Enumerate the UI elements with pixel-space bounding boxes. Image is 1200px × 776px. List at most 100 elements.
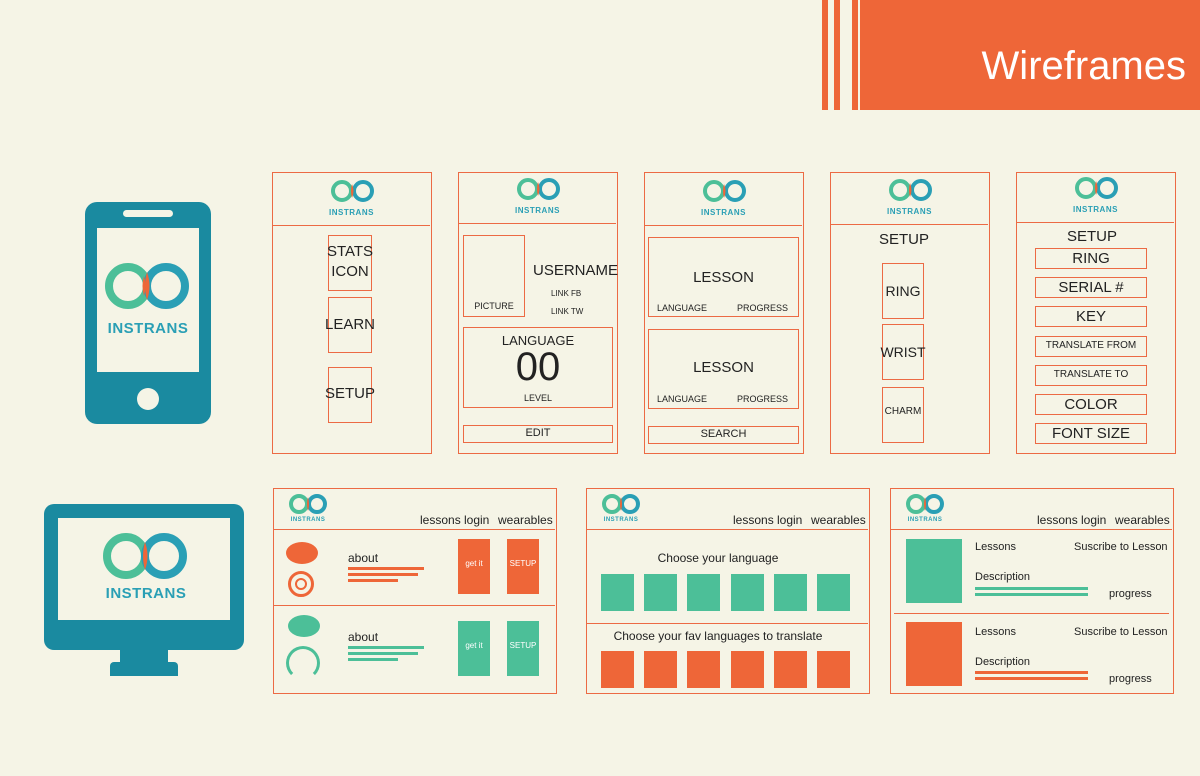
text-bar: [975, 671, 1088, 674]
choose-language-heading: Choose your language: [657, 551, 779, 565]
nav-lessons[interactable]: lessons: [420, 513, 461, 527]
text-bar: [348, 579, 398, 582]
language-tile[interactable]: [817, 574, 850, 611]
translate-language-tile[interactable]: [644, 651, 677, 688]
nav-wearables[interactable]: wearables: [811, 513, 866, 527]
subscribe-link[interactable]: Suscribe to Lesson: [1074, 626, 1168, 638]
lesson-title: LESSON: [693, 269, 754, 286]
nav-lessons[interactable]: lessons: [1037, 513, 1078, 527]
setup-title: SETUP: [878, 231, 929, 248]
lesson-card[interactable]: [648, 237, 799, 317]
setup-button[interactable]: [507, 621, 539, 676]
level-label: LEVEL: [523, 393, 553, 403]
lesson-title: LESSON: [693, 359, 754, 376]
desktop-page-languages: INSTRANS lessons login wearables Choose …: [586, 488, 870, 694]
instrans-logo-text: INSTRANS: [290, 517, 326, 523]
translate-language-tile[interactable]: [731, 651, 764, 688]
search-button[interactable]: [648, 426, 799, 444]
instrans-logo-text: INSTRANS: [887, 207, 932, 216]
stats-icon-box[interactable]: [328, 235, 372, 291]
setup-button[interactable]: [507, 539, 539, 594]
subscribe-link[interactable]: Suscribe to Lesson: [1074, 541, 1168, 553]
language-tile[interactable]: [687, 574, 720, 611]
translate-language-tile[interactable]: [687, 651, 720, 688]
setting-ring[interactable]: [1035, 248, 1147, 269]
wrist-button[interactable]: [882, 324, 924, 380]
language-tile[interactable]: [644, 574, 677, 611]
translate-language-tile[interactable]: [817, 651, 850, 688]
desktop-page-home: INSTRANS lessons login wearables about g…: [273, 488, 557, 694]
charm-button[interactable]: [882, 387, 924, 443]
lessons-label: Lessons: [975, 541, 1016, 553]
row-divider: [587, 623, 868, 624]
ring-icon: [288, 571, 314, 597]
nav-lessons[interactable]: lessons: [733, 513, 774, 527]
mobile-screen-stats: INSTRANS STATS ICON LEARN SETUP: [272, 172, 432, 454]
progress-label: progress: [1109, 673, 1152, 685]
language-tile[interactable]: [774, 574, 807, 611]
header-stripe-3: [852, 0, 858, 110]
header-divider: [273, 225, 430, 226]
lesson-thumbnail[interactable]: [906, 539, 962, 603]
stats-icon-label: ICON: [331, 263, 369, 280]
setting-color[interactable]: [1035, 394, 1147, 415]
instrans-logo-icon: [331, 180, 374, 202]
ring-button[interactable]: [882, 263, 924, 319]
instrans-logo-icon: [889, 179, 932, 201]
setting-font-size[interactable]: [1035, 423, 1147, 444]
nav-login[interactable]: login: [464, 513, 490, 527]
link-tw[interactable]: LINK TW: [551, 307, 584, 316]
lesson-language: LANGUAGE: [657, 394, 708, 404]
setting-key[interactable]: [1035, 306, 1147, 327]
header-stripe-2: [834, 0, 840, 110]
nav-login[interactable]: login: [1081, 513, 1107, 527]
header-divider: [274, 529, 555, 530]
text-bar: [348, 646, 424, 649]
translate-language-tile[interactable]: [774, 651, 807, 688]
lesson-card[interactable]: [648, 329, 799, 409]
setting-translate-from[interactable]: [1035, 336, 1147, 357]
wrist-label: WRIST: [880, 344, 926, 360]
header-divider: [587, 529, 868, 530]
get-it-button[interactable]: [458, 539, 490, 594]
choose-fav-heading: Choose your fav languages to translate: [613, 629, 823, 643]
instrans-logo-icon: [906, 494, 944, 514]
monitor-device-icon: [44, 504, 244, 650]
language-tile[interactable]: [601, 574, 634, 611]
instrans-logo-text: INSTRANS: [603, 517, 639, 523]
phone-logo-text: INSTRANS: [107, 320, 189, 337]
language-tile[interactable]: [731, 574, 764, 611]
instrans-logo-text: INSTRANS: [701, 208, 746, 217]
header-divider: [1017, 222, 1174, 223]
nav-wearables[interactable]: wearables: [498, 513, 553, 527]
lesson-progress: PROGRESS: [737, 394, 789, 404]
get-it-button[interactable]: [458, 621, 490, 676]
get-it-label: get it: [465, 641, 483, 650]
link-fb[interactable]: LINK FB: [551, 289, 582, 298]
monitor-logo-icon: [103, 533, 187, 579]
setup-title: SETUP: [1066, 228, 1117, 245]
setup-label: SETUP: [509, 559, 537, 568]
row-divider: [274, 605, 555, 606]
setting-translate-to[interactable]: [1035, 365, 1147, 386]
lesson-thumbnail[interactable]: [906, 622, 962, 686]
setting-serial[interactable]: [1035, 277, 1147, 298]
charm-label: CHARM: [884, 406, 922, 417]
mobile-screen-lessons: INSTRANS LESSON LANGUAGE PROGRESS LESSON…: [644, 172, 804, 454]
page-title: Wireframes: [981, 44, 1186, 88]
setup-button[interactable]: [328, 367, 372, 423]
header-divider: [831, 224, 988, 225]
nav-login[interactable]: login: [777, 513, 803, 527]
learn-button[interactable]: [328, 297, 372, 353]
horseshoe-icon: [286, 646, 320, 680]
text-bar: [348, 658, 398, 661]
ring-label: RING: [885, 283, 921, 299]
profile-picture[interactable]: [463, 235, 525, 317]
translate-language-tile[interactable]: [601, 651, 634, 688]
instrans-logo-icon: [1075, 177, 1118, 199]
setting-label: RING: [1072, 250, 1110, 267]
nav-wearables[interactable]: wearables: [1115, 513, 1170, 527]
about-label: about: [348, 551, 379, 565]
stats-label: STATS: [326, 243, 374, 260]
edit-button[interactable]: [463, 425, 613, 443]
